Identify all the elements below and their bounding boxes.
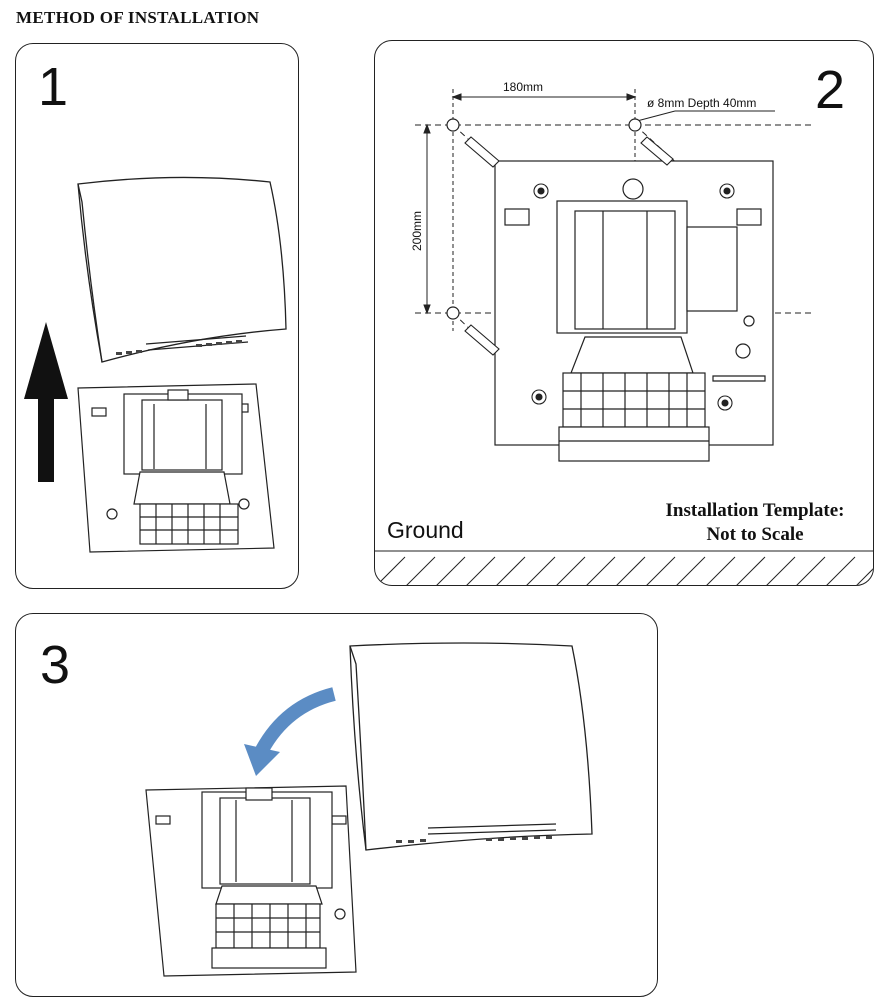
step-2-panel: 2 180mm ø 8mm Depth 40mm 200mm xyxy=(374,40,874,586)
step-1-number: 1 xyxy=(38,57,69,117)
ground-hatching xyxy=(375,550,873,585)
step-1-illustration xyxy=(24,176,287,553)
page-heading: METHOD OF INSTALLATION xyxy=(16,8,260,27)
width-dimension-label: 180mm xyxy=(503,80,543,94)
motor-unit xyxy=(201,787,333,969)
template-note-line-2: Not to Scale xyxy=(706,524,804,545)
template-note: Installation Template: Not to Scale xyxy=(645,499,865,547)
drill-holes xyxy=(446,118,642,320)
curved-arrow-icon xyxy=(244,687,336,776)
hole-spec-label: ø 8mm Depth 40mm xyxy=(647,96,756,110)
wall-anchors xyxy=(464,136,735,411)
dryer-cover xyxy=(349,642,593,851)
step-2-number: 2 xyxy=(815,60,846,120)
height-dimension-label: 200mm xyxy=(410,211,424,251)
step-2-template-illustration: 180mm ø 8mm Depth 40mm 200mm xyxy=(375,80,873,585)
motor-unit xyxy=(123,389,243,545)
step-3-panel: 3 xyxy=(15,613,658,997)
dryer-cover xyxy=(77,176,287,363)
template-note-line-1: Installation Template: xyxy=(665,500,845,521)
step-3-illustration xyxy=(145,642,593,977)
up-arrow-icon xyxy=(24,322,68,482)
step-3-number: 3 xyxy=(40,635,71,695)
motor-unit xyxy=(556,178,766,462)
ground-label: Ground xyxy=(387,517,464,543)
step-1-panel: 1 xyxy=(15,43,299,589)
